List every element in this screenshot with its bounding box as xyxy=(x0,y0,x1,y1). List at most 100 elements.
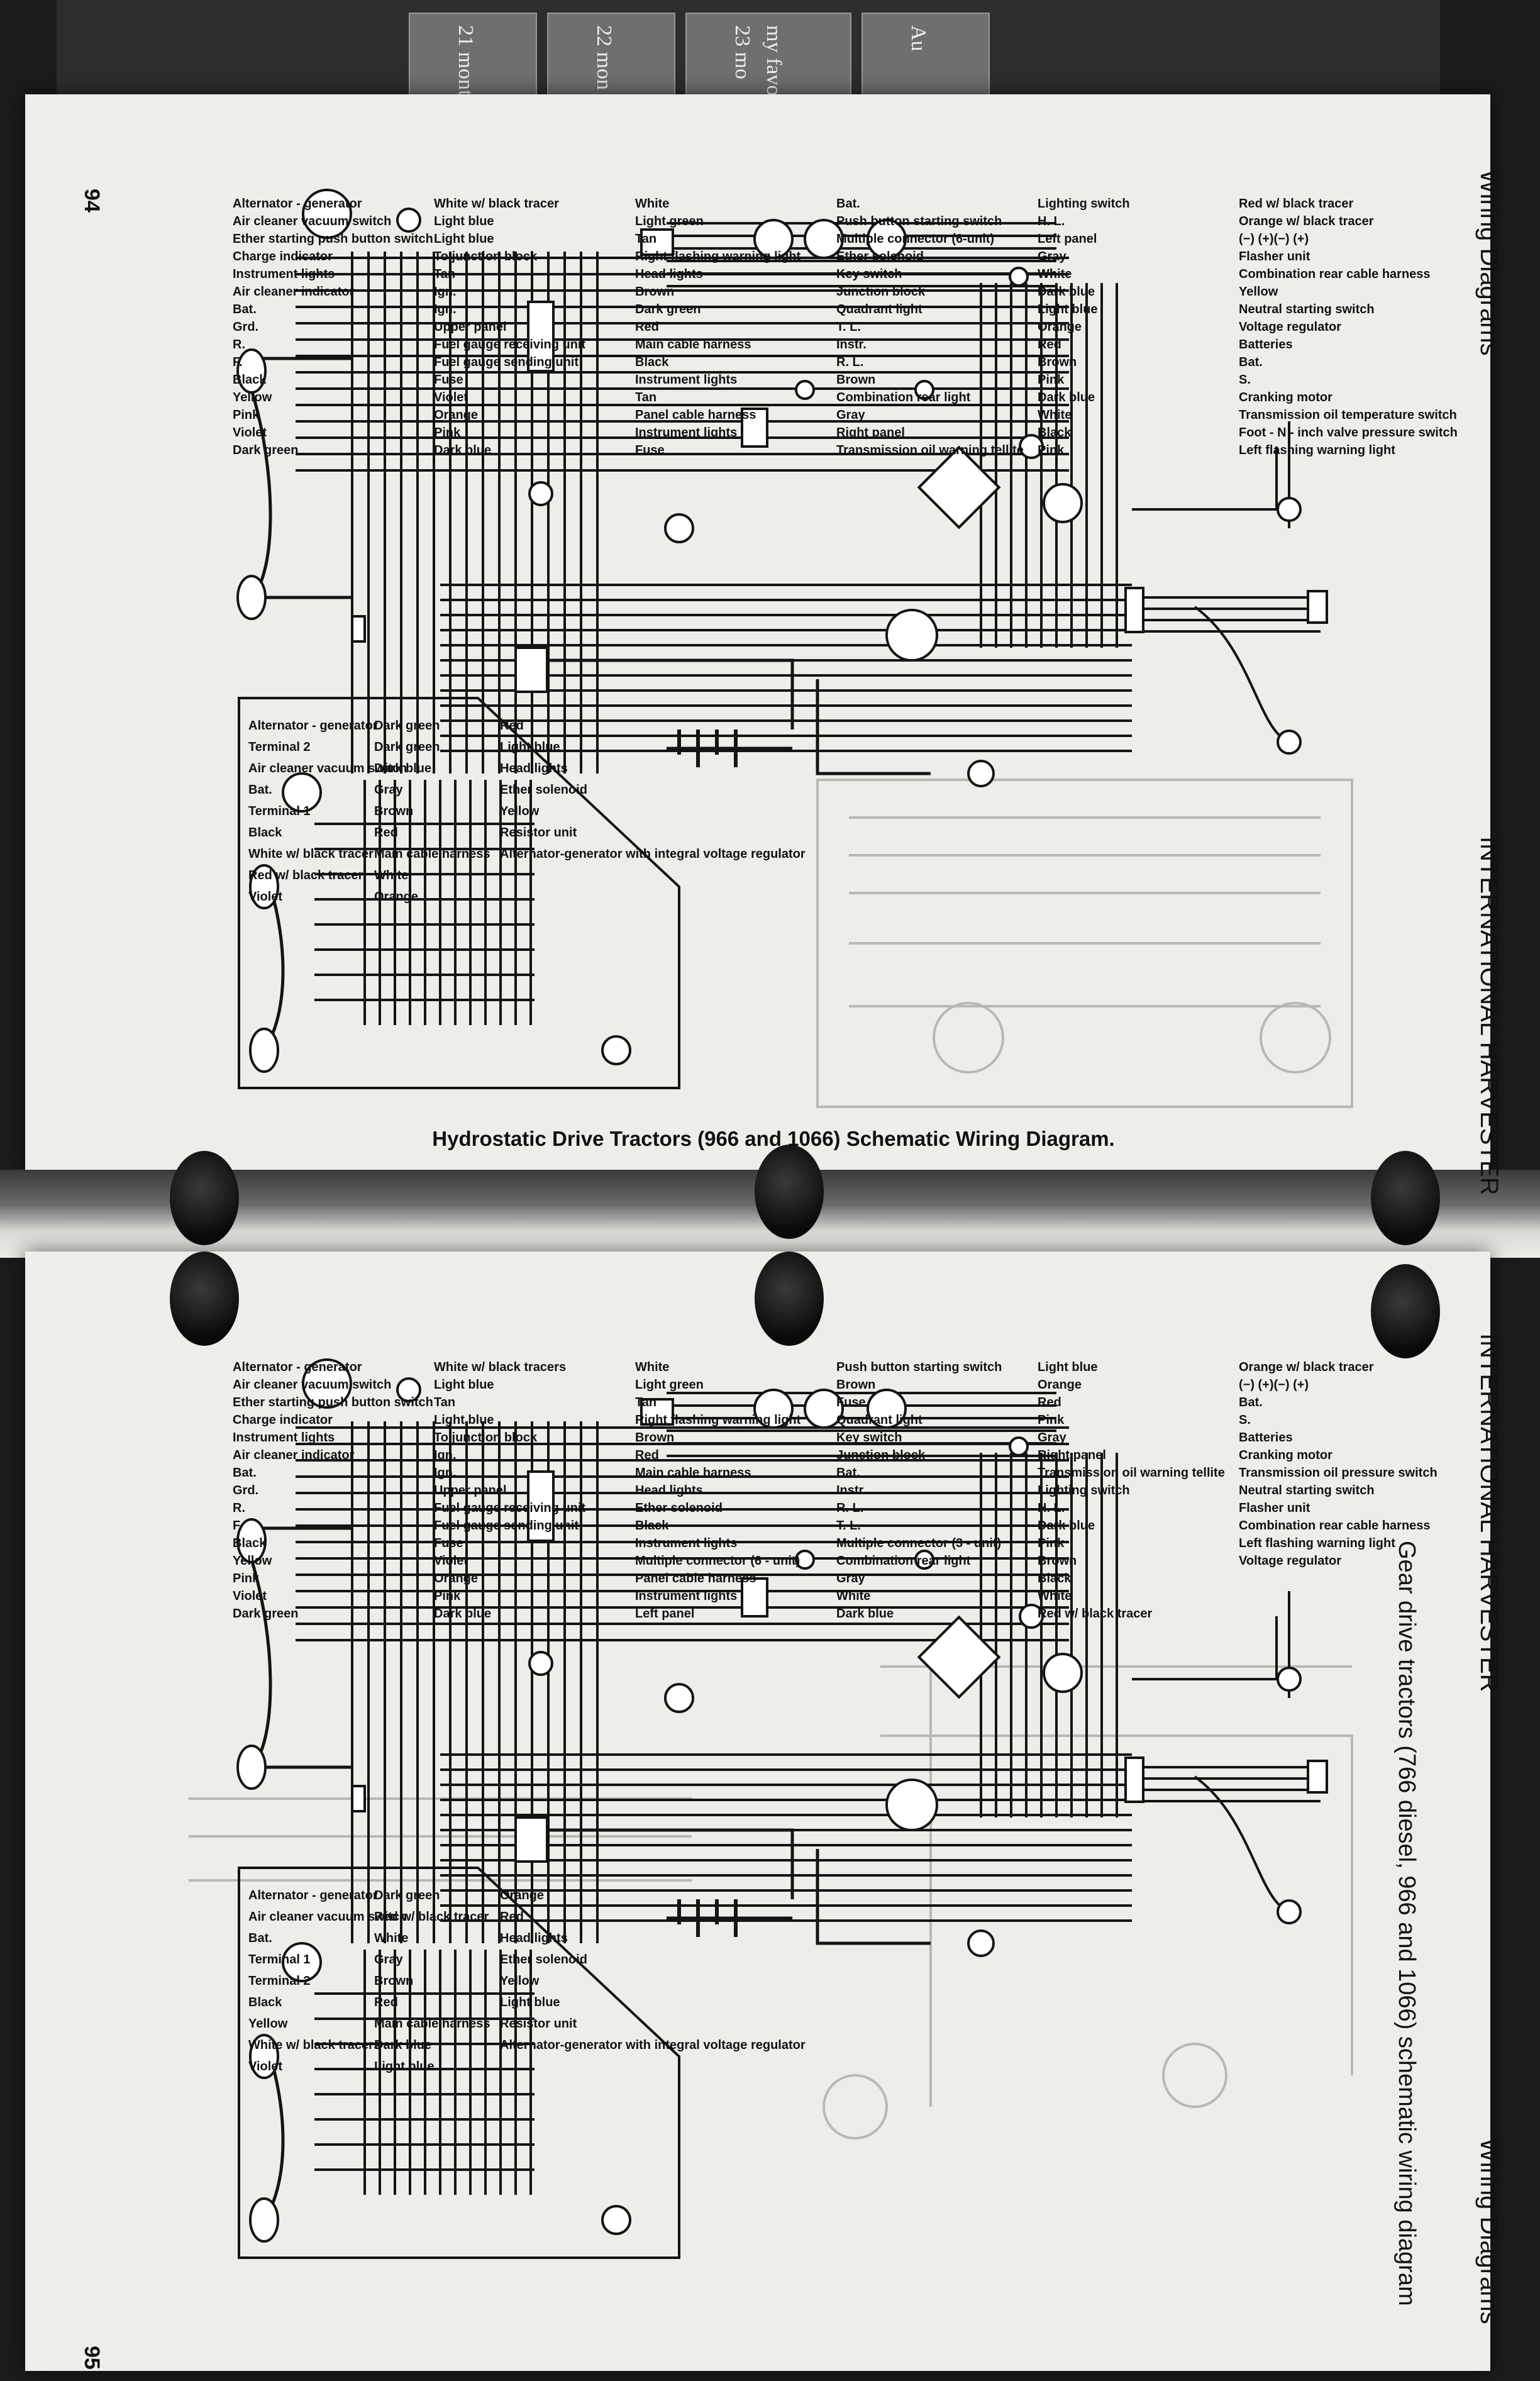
wiring-label: Transmission oil temperature switch xyxy=(1239,408,1457,422)
bottom-inset-resistor-unit-icon xyxy=(601,2205,631,2235)
wiring-label: H. L. xyxy=(1038,214,1065,228)
wiring-label: Black xyxy=(233,1536,267,1550)
wiring-label: Instrument lights xyxy=(233,1431,335,1445)
wiring-label: Lighting switch xyxy=(1038,197,1130,211)
wiring-label: Red xyxy=(374,826,398,840)
wiring-label: Fuel gauge sending unit xyxy=(434,355,579,369)
wiring-label: F. xyxy=(233,1519,243,1533)
wiring-label: Yellow xyxy=(500,804,540,818)
wiring-label: Ether starting push button switch xyxy=(233,1396,433,1409)
wiring-label: Panel cable harness xyxy=(635,408,756,422)
wiring-label: Dark blue xyxy=(434,1607,491,1621)
top-flasher-unit-icon xyxy=(1043,483,1083,523)
punch-hole xyxy=(1371,1264,1440,1358)
top-rear-connector-icon xyxy=(1124,587,1144,633)
wiring-label: Head lights xyxy=(500,1931,568,1945)
wiring-label: Gray xyxy=(374,783,403,797)
wiring-label: Push button starting switch xyxy=(836,214,1002,228)
wiring-label: Light blue xyxy=(1038,302,1098,316)
wiring-label: Brown xyxy=(836,373,875,387)
wiring-label: Red w/ black tracer xyxy=(1038,1607,1153,1621)
top-push-button-starting-switch-icon xyxy=(1019,434,1044,459)
magazine-text: 21 mont xyxy=(454,25,477,96)
bottom-instrument-light-icon xyxy=(795,1550,815,1570)
wiring-label: Pink xyxy=(1038,1536,1065,1550)
bottom-cranking-motor-icon xyxy=(885,1779,938,1831)
wiring-label: Ign. xyxy=(434,1448,457,1462)
top-alternator-generator-icon xyxy=(302,189,352,239)
wiring-label: Cranking motor xyxy=(1239,1448,1332,1462)
wiring-label: Fuel gauge receiving unit xyxy=(434,338,585,352)
wiring-label: Brown xyxy=(1038,1554,1077,1568)
bottom-junction-block-icon xyxy=(741,1577,768,1618)
top-cranking-motor-icon xyxy=(885,609,938,662)
wiring-label: Light blue xyxy=(434,214,494,228)
bottom-rear-connector-icon xyxy=(1124,1757,1144,1803)
wiring-label: Dark green xyxy=(374,740,440,754)
wiring-label: Batteries xyxy=(1239,338,1293,352)
wiring-label: Alternator - generator xyxy=(248,719,378,733)
wiring-label: Main cable harness xyxy=(374,2017,490,2031)
wiring-label: Red xyxy=(500,719,524,733)
wiring-label: R. L. xyxy=(836,1501,863,1515)
wiring-label: Red xyxy=(500,1910,524,1924)
bottom-key-switch-icon xyxy=(528,1651,553,1676)
wiring-label: Dark blue xyxy=(1038,285,1095,299)
bottom-diagram-caption: Gear drive tractors (766 diesel, 966 and… xyxy=(1393,1541,1420,2306)
wiring-label: Fuse xyxy=(836,1396,866,1409)
wiring-label: Multiple connector (6 - unit) xyxy=(635,1554,800,1568)
wiring-label: Brown xyxy=(1038,355,1077,369)
wiring-label: Alternator - generator xyxy=(248,1889,378,1902)
magazine-text: my favo xyxy=(762,25,785,96)
bottom-combination-rear-light-icon xyxy=(1307,1760,1328,1794)
starter-cable xyxy=(816,679,931,775)
wiring-label: Junction block xyxy=(836,1448,926,1462)
brand-header-top: INTERNATIONAL HARVESTER xyxy=(1475,836,1503,1195)
wiring-label: Tan xyxy=(635,1396,656,1409)
wiring-label: Terminal 2 xyxy=(248,740,311,754)
wiring-label: Brown xyxy=(836,1378,875,1392)
magazine-text: Au xyxy=(907,25,930,52)
wiring-label: Bat. xyxy=(836,197,860,211)
wiring-label: Ign. xyxy=(434,285,457,299)
top-charge-indicator-icon xyxy=(753,219,794,259)
top-vacuum-switch-icon xyxy=(396,208,421,233)
wiring-label: White w/ black tracers xyxy=(434,1360,566,1374)
wiring-label: Flasher unit xyxy=(1239,1501,1310,1515)
wiring-label: Left panel xyxy=(1038,232,1097,246)
bottom-fuel-gauge-sending-unit-icon xyxy=(1009,1436,1029,1457)
wiring-label: Ign. xyxy=(434,302,457,316)
bottom-left-flashing-warning-light-icon xyxy=(1277,1899,1302,1924)
page-95 xyxy=(25,1252,1490,2371)
wiring-label: Violet xyxy=(248,2060,282,2073)
punch-hole xyxy=(755,1145,824,1239)
wiring-label: Red w/ black tracer xyxy=(1239,197,1354,211)
magazine-page xyxy=(685,13,851,109)
top-key-switch-icon xyxy=(528,481,553,506)
wiring-label: Ether solenoid xyxy=(836,250,924,264)
wiring-label: Combination rear cable harness xyxy=(1239,267,1431,281)
wiring-label: Red xyxy=(635,1448,659,1462)
page-number-bottom: 95 xyxy=(80,2346,104,2370)
wiring-label: Combination rear light xyxy=(836,391,971,404)
wiring-label: Bat. xyxy=(836,1466,860,1480)
wiring-label: Bat. xyxy=(233,1466,257,1480)
wiring-label: Head lights xyxy=(500,762,568,775)
wiring-label: Red w/ black tracer xyxy=(374,1910,489,1924)
top-headlight-icon xyxy=(249,864,279,909)
wiring-label: Light green xyxy=(635,1378,704,1392)
wiring-label: Yellow xyxy=(248,2017,288,2031)
magazine-strip-text: 21 mont 22 mon 23 mo my favo Au xyxy=(454,25,930,96)
wiring-label: Red xyxy=(1038,338,1061,352)
wiring-label: Transmission oil warning tellite xyxy=(836,443,1024,457)
bottom-headlight-icon xyxy=(249,2197,279,2243)
wiring-label: Instrument lights xyxy=(233,267,335,281)
top-ether-push-button-icon xyxy=(640,228,674,256)
top-transmission-oil-tellite-icon xyxy=(664,513,694,543)
wiring-label: Gray xyxy=(836,1572,865,1585)
wiring-label: Tan xyxy=(635,391,656,404)
wiring-label: Light blue xyxy=(434,1413,494,1427)
wiring-label: Air cleaner vacuum switch xyxy=(248,762,407,775)
wiring-label: Lighting switch xyxy=(1038,1484,1130,1497)
